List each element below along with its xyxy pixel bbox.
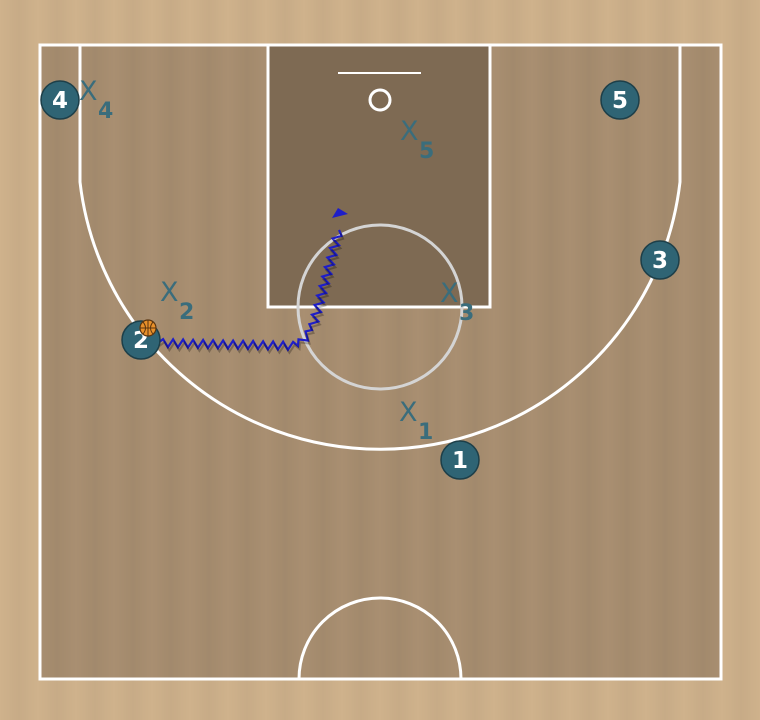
three-point-line bbox=[78, 45, 682, 451]
defender-x5-number: 5 bbox=[419, 139, 434, 164]
offense-player-1-label: 1 bbox=[452, 448, 468, 474]
court-lines bbox=[38, 43, 723, 681]
offense-player-1-marker[interactable] bbox=[440, 440, 480, 480]
defender-x1: X 1 bbox=[399, 397, 433, 445]
paint-area bbox=[268, 45, 490, 307]
offense-player-4[interactable]: 4 bbox=[40, 80, 80, 120]
offense-player-3-marker[interactable] bbox=[640, 240, 680, 280]
defender-x4-mark: X bbox=[79, 76, 98, 107]
defender-x2-number: 2 bbox=[179, 300, 194, 325]
offense-player-5-label: 5 bbox=[612, 88, 628, 114]
arrowhead-icon bbox=[332, 208, 348, 218]
offense-player-5-marker[interactable] bbox=[600, 80, 640, 120]
defender-x4-number: 4 bbox=[98, 99, 113, 124]
basketball-icon bbox=[139, 319, 157, 337]
half-court-circle bbox=[297, 596, 463, 680]
free-throw-circle bbox=[296, 223, 464, 391]
defender-x4: X 4 bbox=[79, 76, 113, 124]
defender-x1-mark: X bbox=[399, 397, 418, 428]
dribble-path bbox=[157, 229, 344, 352]
offense-players: 4 5 3 2 1 bbox=[40, 80, 680, 480]
dribble-path-shadow bbox=[158, 232, 345, 355]
rim bbox=[368, 88, 392, 112]
defender-x3: X 3 bbox=[440, 278, 474, 326]
defender-x5: X 5 bbox=[400, 116, 434, 164]
defender-x1-number: 1 bbox=[418, 420, 433, 445]
defender-x2-mark: X bbox=[160, 277, 179, 308]
defender-x2: X 2 bbox=[160, 277, 194, 325]
lane-lines bbox=[266, 43, 492, 309]
offense-player-3[interactable]: 3 bbox=[640, 240, 680, 280]
dribble-action-player-2 bbox=[157, 208, 348, 355]
offense-player-4-marker[interactable] bbox=[40, 80, 80, 120]
defender-x3-mark: X bbox=[440, 278, 459, 309]
defense-players: X 4 X 5 X 2 X 3 X 1 bbox=[79, 76, 474, 445]
defender-x3-number: 3 bbox=[459, 301, 474, 326]
defender-x5-mark: X bbox=[400, 116, 419, 147]
offense-player-5[interactable]: 5 bbox=[600, 80, 640, 120]
offense-player-1[interactable]: 1 bbox=[440, 440, 480, 480]
offense-player-3-label: 3 bbox=[652, 248, 668, 274]
offense-player-4-label: 4 bbox=[52, 88, 68, 114]
